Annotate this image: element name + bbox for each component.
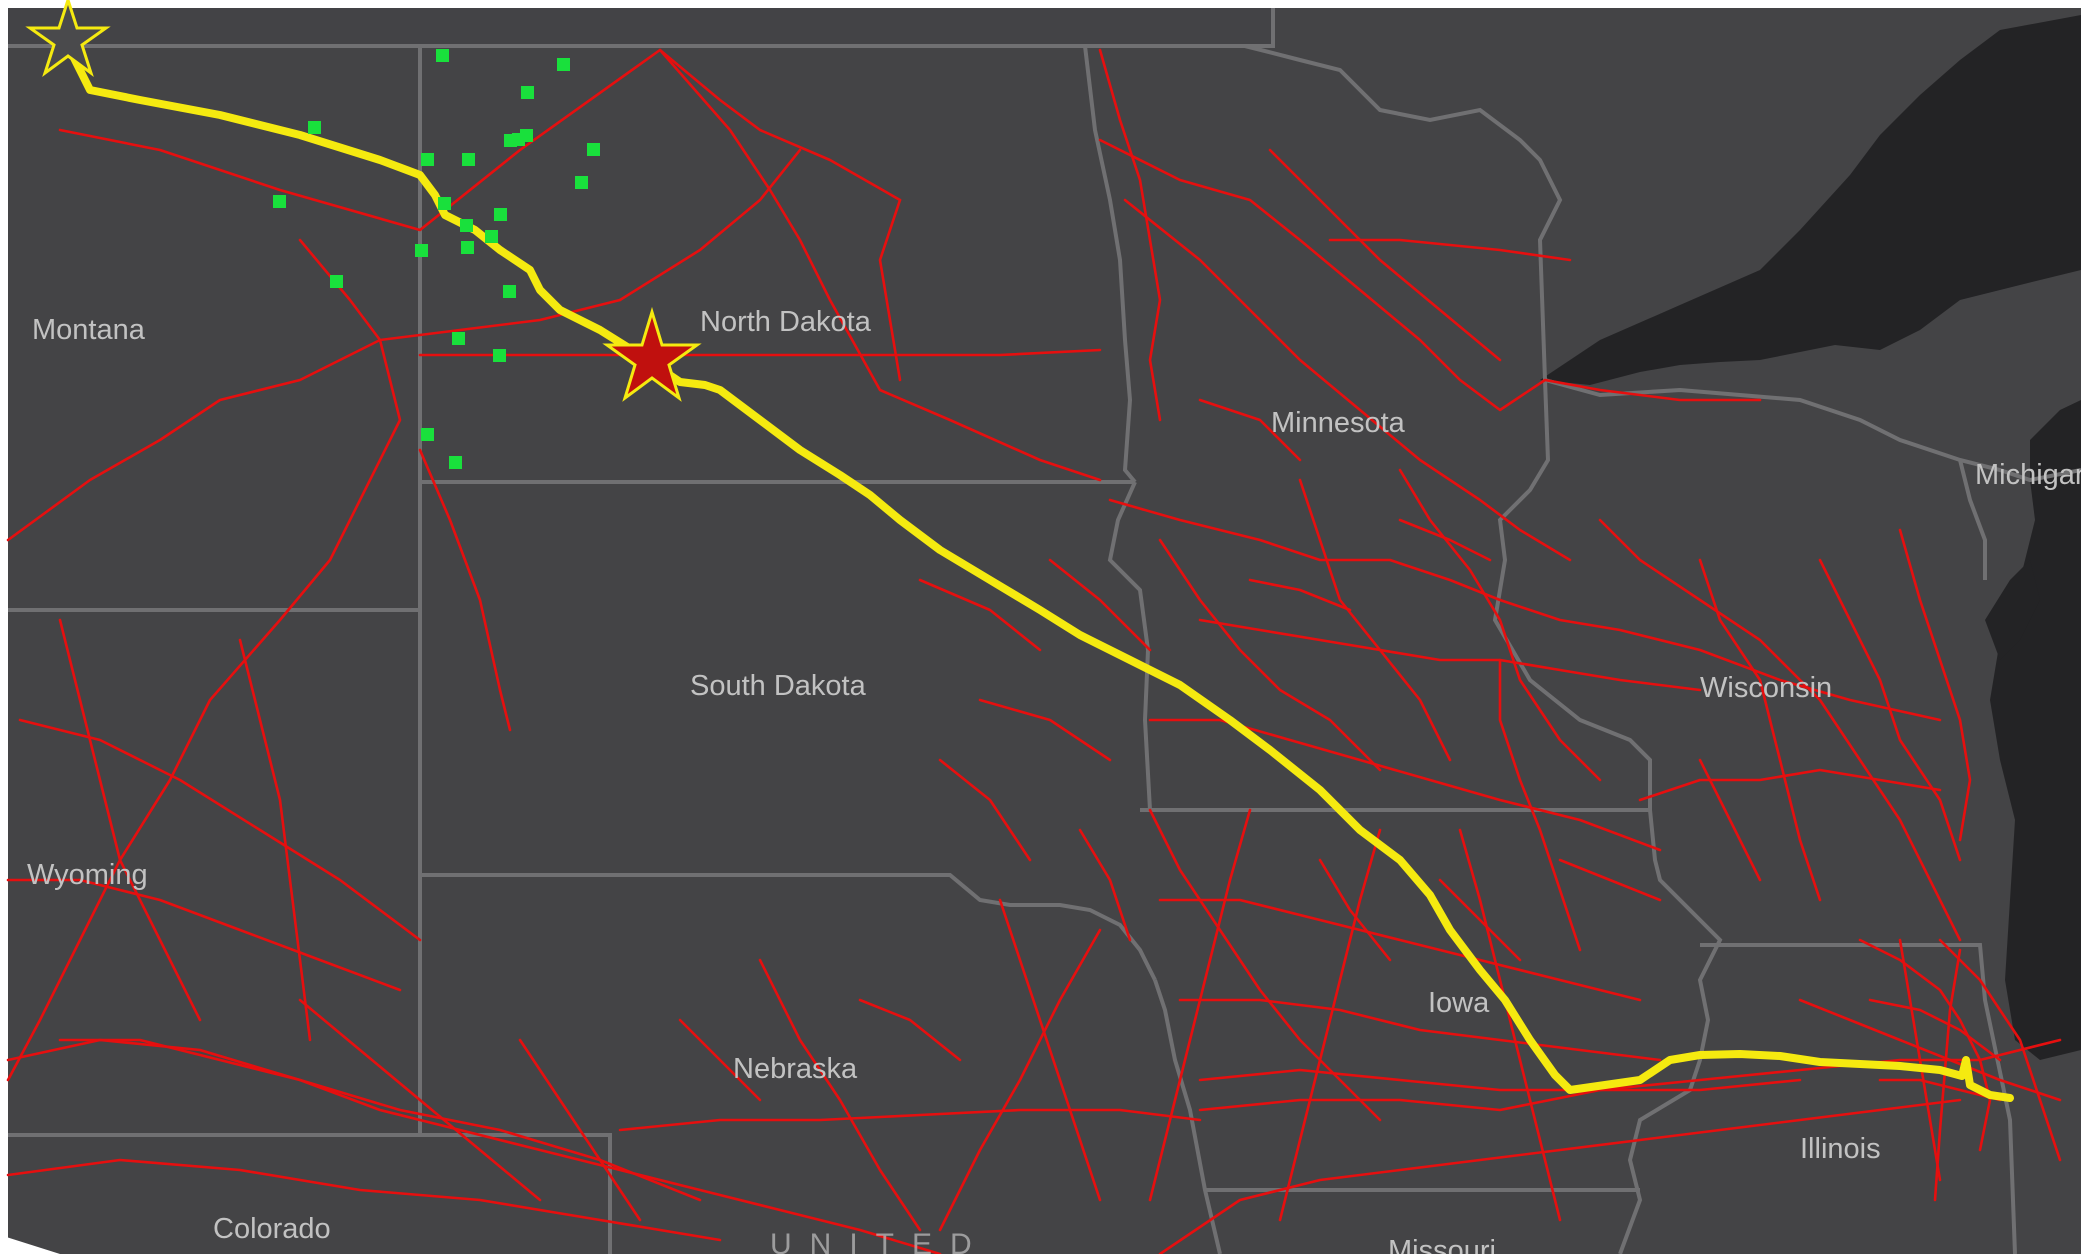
well-marker	[421, 153, 434, 166]
well-marker	[494, 208, 507, 221]
well-marker	[415, 244, 428, 257]
well-marker	[273, 195, 286, 208]
state-label-wisconsin: Wisconsin	[1700, 672, 1832, 704]
well-marker	[575, 176, 588, 189]
well-marker	[461, 241, 474, 254]
rail-network	[6, 48, 2062, 1254]
lake-superior	[1540, 15, 2081, 385]
state-labels: Montana North Dakota Minnesota Michigan …	[27, 306, 2081, 1254]
well-marker	[449, 456, 462, 469]
state-borders	[8, 8, 2081, 1254]
well-marker	[485, 230, 498, 243]
well-marker	[521, 86, 534, 99]
well-marker	[520, 129, 533, 142]
well-marker	[587, 143, 600, 156]
state-label-minnesota: Minnesota	[1271, 407, 1406, 439]
well-marker	[452, 332, 465, 345]
well-marker	[436, 49, 449, 62]
state-label-wyoming: Wyoming	[27, 859, 148, 891]
well-marker	[460, 219, 473, 232]
state-label-missouri: Missouri	[1388, 1235, 1496, 1254]
well-marker	[462, 153, 475, 166]
well-marker	[557, 58, 570, 71]
destination-star-icon[interactable]	[602, 306, 702, 402]
state-label-michigan: Michigan	[1975, 459, 2081, 491]
well-marker	[438, 197, 451, 210]
canada-area	[8, 8, 1273, 46]
well-marker	[330, 275, 343, 288]
state-label-iowa: Iowa	[1428, 987, 1490, 1019]
well-marker	[421, 428, 434, 441]
green-bay	[1985, 560, 2040, 660]
well-marker	[503, 285, 516, 298]
state-label-colorado: Colorado	[213, 1213, 331, 1245]
well-marker	[308, 121, 321, 134]
state-label-south-dakota: South Dakota	[690, 670, 867, 702]
country-label: UNITED	[770, 1228, 990, 1254]
state-label-montana: Montana	[32, 314, 146, 346]
well-marker	[493, 349, 506, 362]
oil-train-route	[66, 46, 2014, 1102]
lake-michigan	[1990, 400, 2081, 1060]
well-markers	[273, 49, 600, 469]
state-label-north-dakota: North Dakota	[700, 306, 872, 338]
state-label-illinois: Illinois	[1800, 1133, 1881, 1165]
page-curl	[0, 1235, 60, 1254]
origin-star-icon[interactable]	[25, 0, 111, 77]
land-area	[8, 8, 2081, 1254]
state-label-nebraska: Nebraska	[733, 1053, 858, 1085]
